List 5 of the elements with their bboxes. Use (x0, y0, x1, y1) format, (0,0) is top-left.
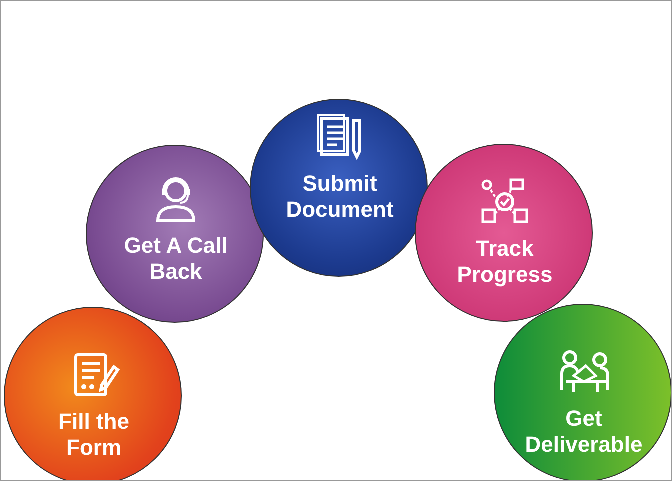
step-label: Track Progress (456, 236, 554, 288)
step-label: Get A Call Back (123, 233, 229, 285)
step-label: Fill the Form (58, 409, 130, 461)
step-label: Get Deliverable (524, 406, 644, 458)
step-label: Submit Document (285, 171, 395, 223)
